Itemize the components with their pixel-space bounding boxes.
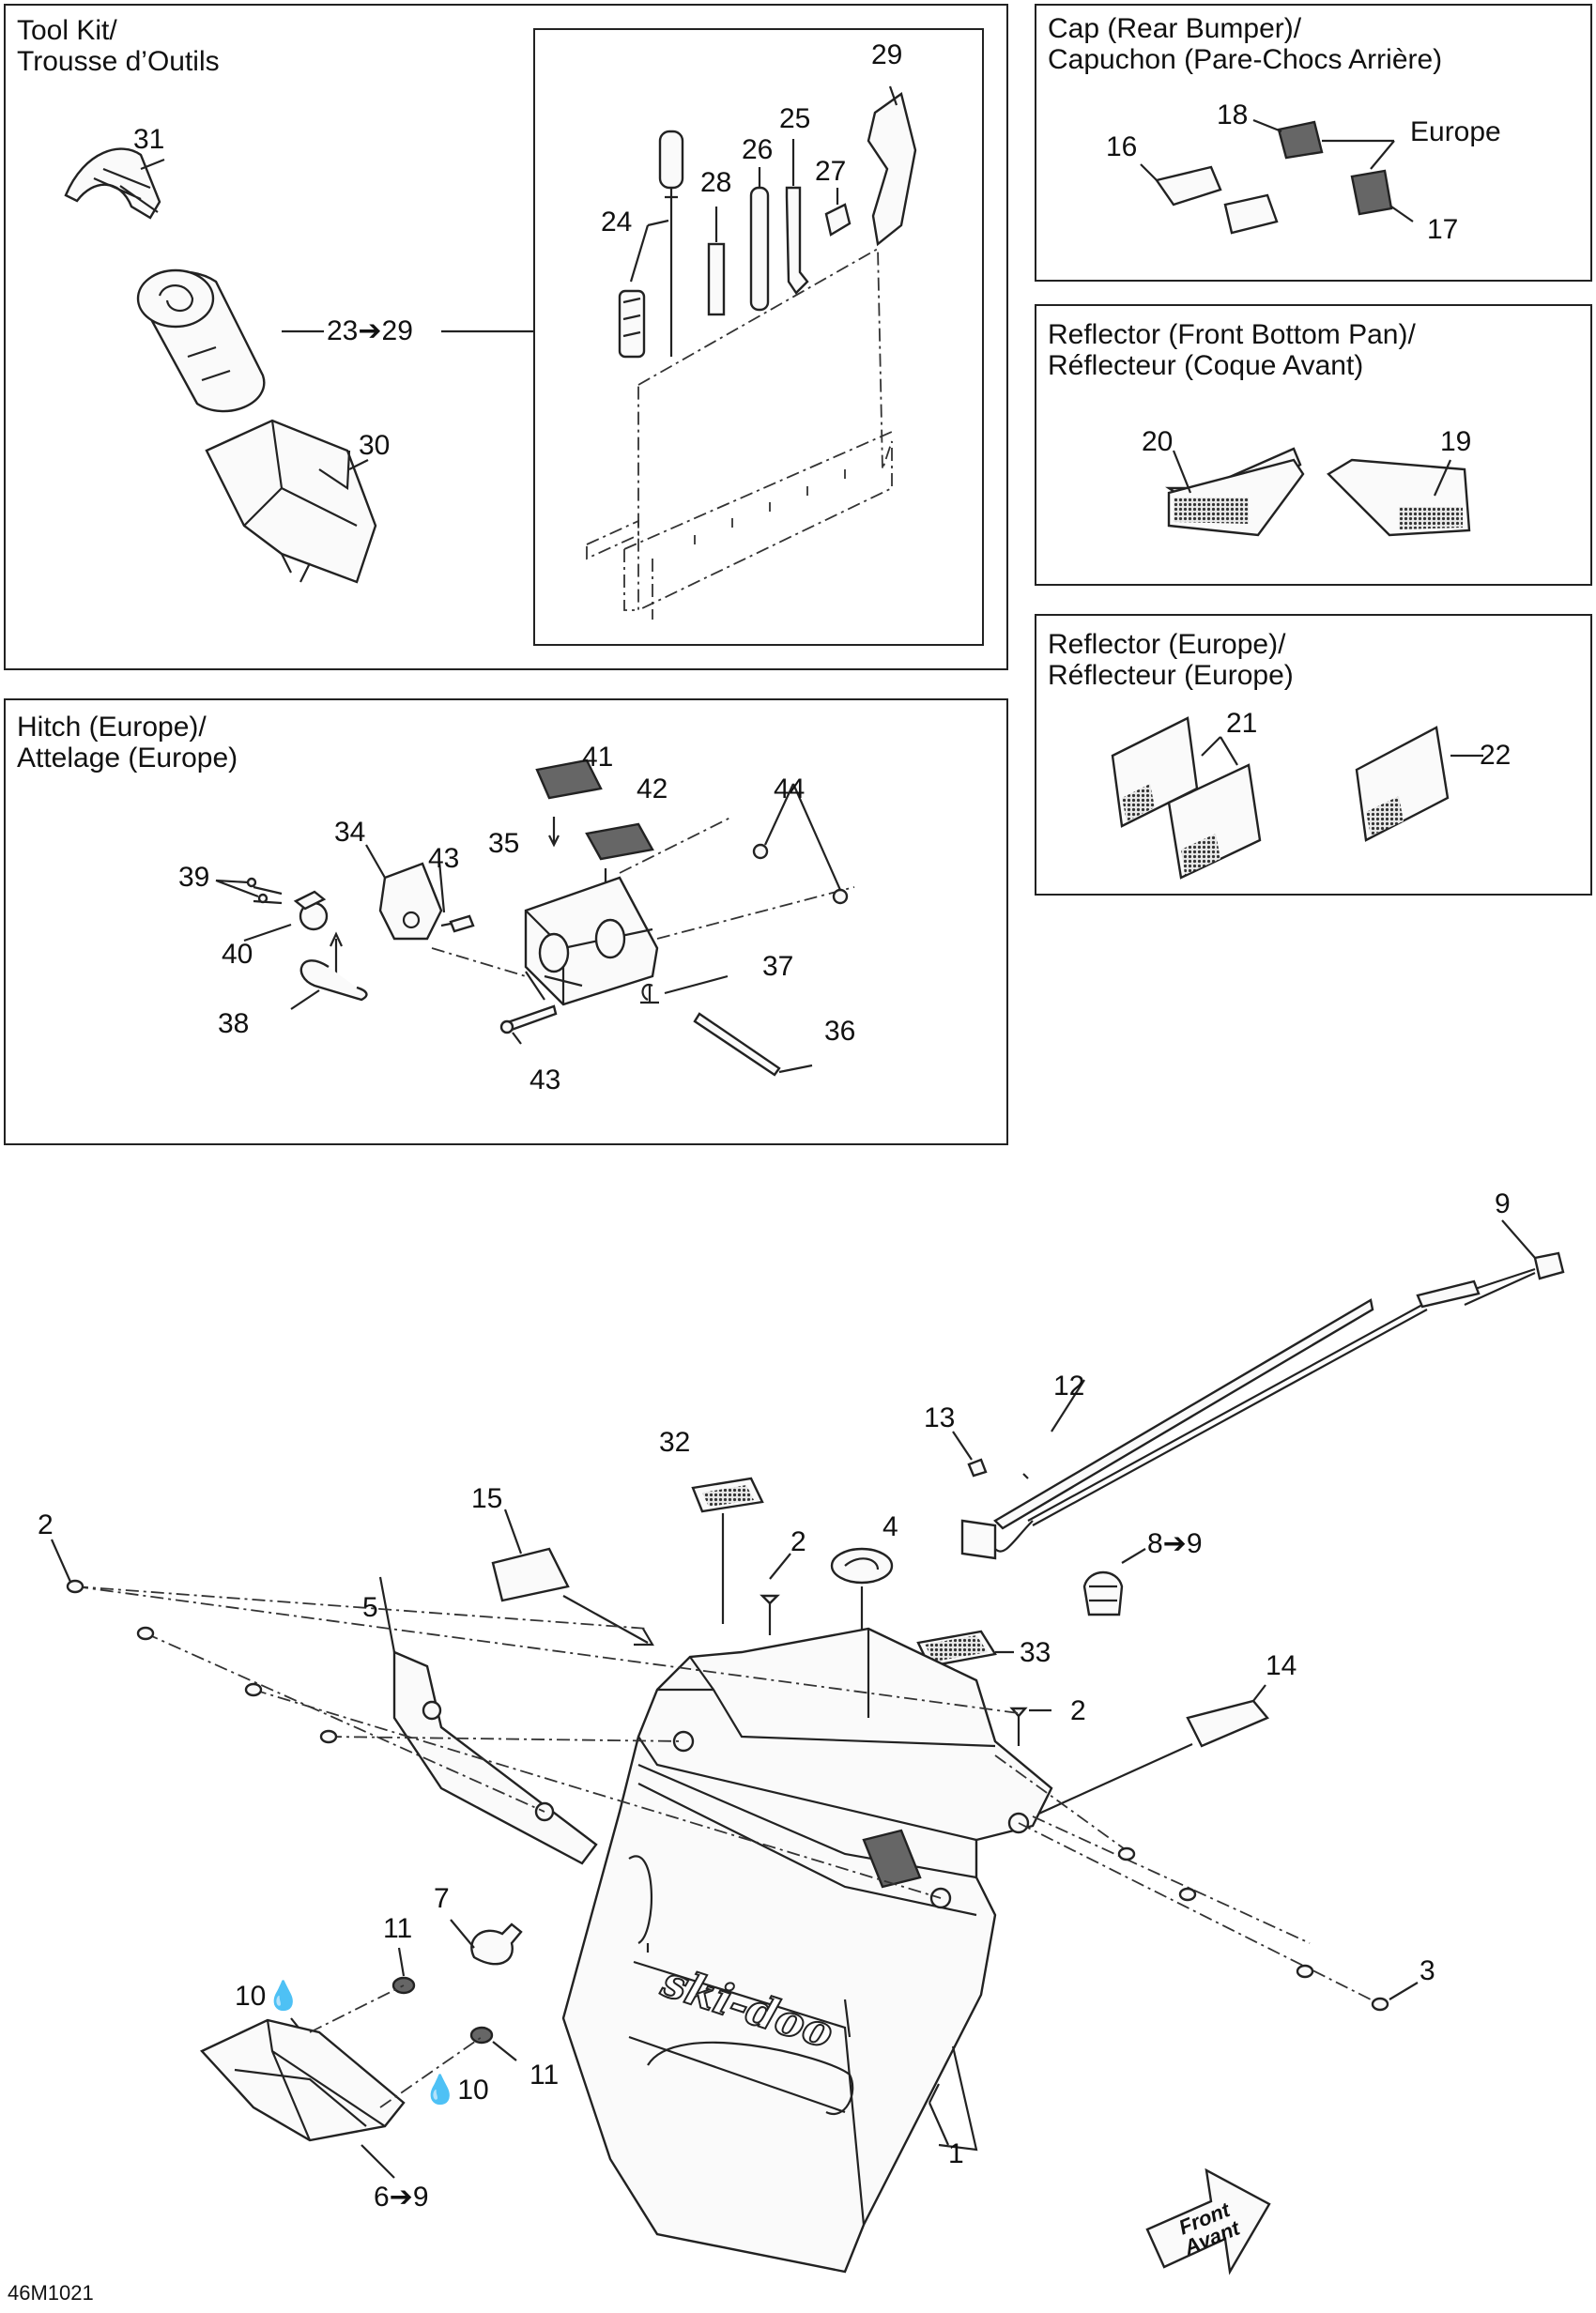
callout-29: 29: [871, 39, 903, 70]
reflector-front-parts: [1165, 447, 1471, 537]
callout-32: 32: [659, 1427, 691, 1458]
callout-37: 37: [762, 951, 794, 982]
hitch-parts: [215, 758, 855, 1077]
callout-9: 9: [1495, 1188, 1511, 1219]
callout-34: 34: [334, 817, 366, 848]
callout-35: 35: [488, 828, 520, 859]
reflector-europe-box: [1035, 614, 1592, 896]
callout-42: 42: [637, 774, 668, 804]
callout-16: 16: [1106, 131, 1138, 162]
callout-26: 26: [742, 134, 774, 165]
drop-icon: 💧: [266, 1981, 301, 2012]
callout-3: 3: [1420, 1955, 1435, 1986]
callout-7: 7: [434, 1883, 450, 1914]
callout-11-bottom: 11: [529, 2060, 560, 2091]
tool-kit-inset-box: [533, 28, 984, 646]
callout-17: 17: [1427, 214, 1459, 245]
callout-2-right: 2: [1070, 1695, 1086, 1726]
callout-24: 24: [601, 207, 633, 237]
callout-21: 21: [1226, 708, 1258, 739]
callout-31: 31: [133, 124, 165, 155]
callout-15: 15: [471, 1483, 503, 1514]
reflector-europe-parts: [1111, 716, 1483, 880]
tool-kit-parts: [64, 85, 917, 620]
tool-kit-box: [4, 4, 1008, 670]
callout-4: 4: [882, 1511, 898, 1542]
callout-25: 25: [779, 103, 811, 134]
cap-parts: [1140, 118, 1414, 235]
callout-6-9: 6➔9: [374, 2182, 429, 2213]
callout-33: 33: [1020, 1637, 1051, 1668]
callout-europe: Europe: [1410, 116, 1501, 147]
callout-13: 13: [924, 1402, 956, 1433]
callout-14: 14: [1266, 1650, 1297, 1681]
hitch-title: Hitch (Europe)/ Attelage (Europe): [17, 712, 238, 774]
callout-10-right-text: 10: [457, 2075, 489, 2106]
callout-36: 36: [824, 1016, 856, 1047]
callout-10-right: 💧10: [422, 2076, 489, 2105]
callout-5: 5: [362, 1592, 378, 1623]
callout-12: 12: [1053, 1371, 1085, 1402]
callout-43-top: 43: [428, 843, 460, 874]
callout-27: 27: [815, 156, 847, 187]
rear-bumper-assembly: ski-doo: [50, 1219, 1565, 2275]
drawing-code: 46M1021: [8, 2281, 94, 2305]
callout-8-9: 8➔9: [1147, 1528, 1203, 1559]
callout-39: 39: [178, 862, 210, 893]
cap-box: [1035, 4, 1592, 282]
reflector-europe-title: Reflector (Europe)/ Réflecteur (Europe): [1048, 629, 1294, 691]
callout-44: 44: [774, 774, 806, 804]
callout-11-top: 11: [383, 1913, 413, 1944]
callout-28: 28: [700, 167, 732, 198]
callout-43-bottom: 43: [529, 1065, 561, 1095]
callout-2-center: 2: [790, 1526, 806, 1557]
callout-10-left-text: 10: [235, 1981, 267, 2012]
drop-icon: 💧: [422, 2075, 458, 2106]
callout-38: 38: [218, 1008, 250, 1039]
callout-18: 18: [1217, 100, 1249, 130]
cap-title: Cap (Rear Bumper)/ Capuchon (Pare-Chocs …: [1048, 13, 1443, 75]
callout-20: 20: [1142, 426, 1174, 457]
reflector-front-title: Reflector (Front Bottom Pan)/ Réflecteur…: [1048, 319, 1416, 381]
callout-2-left: 2: [38, 1509, 54, 1540]
reflector-front-box: [1035, 304, 1592, 586]
hitch-box: [4, 698, 1008, 1145]
callout-41: 41: [582, 742, 614, 773]
callout-23-29: 23➔29: [327, 315, 413, 346]
callout-40: 40: [222, 939, 253, 970]
callout-10-left: 10💧: [235, 1983, 301, 2011]
callout-22: 22: [1480, 740, 1512, 771]
callout-19: 19: [1440, 426, 1472, 457]
callout-1: 1: [948, 2138, 964, 2169]
callout-30: 30: [359, 430, 391, 461]
tool-kit-title: Tool Kit/ Trousse d’Outils: [17, 15, 220, 77]
